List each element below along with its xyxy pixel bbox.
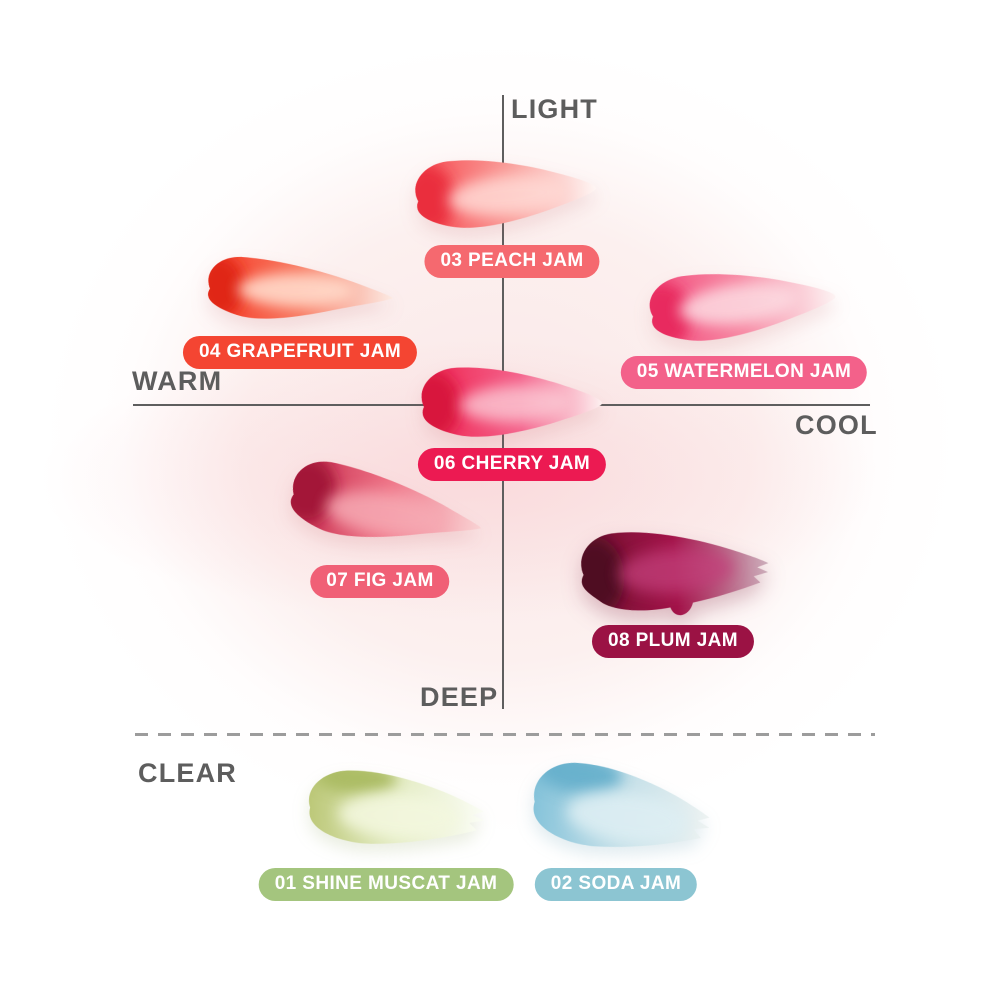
swatch-plum-jam bbox=[578, 532, 769, 616]
swatch-grapefruit-jam bbox=[207, 256, 393, 319]
swatch-cherry-jam bbox=[420, 367, 603, 439]
swatch-shine-muscat-jam bbox=[309, 768, 485, 844]
label-badge-soda-jam: 02 SODA JAM bbox=[534, 868, 698, 901]
label-badge-plum-jam: 08 PLUM JAM bbox=[591, 625, 755, 658]
clear-divider-dashed-line bbox=[135, 733, 875, 736]
swatch-soda-jam bbox=[533, 757, 710, 847]
axis-label-cool: COOL bbox=[795, 410, 878, 440]
label-badge-cherry-jam: 06 CHERRY JAM bbox=[417, 448, 607, 481]
swatch-peach-jam bbox=[412, 160, 596, 232]
axis-label-clear: CLEAR bbox=[138, 758, 237, 788]
axis-label-warm: WARM bbox=[132, 366, 223, 396]
label-badge-fig-jam: 07 FIG JAM bbox=[310, 565, 450, 598]
axis-label-deep: DEEP bbox=[420, 682, 499, 712]
swatch-watermelon-jam bbox=[646, 274, 836, 347]
label-badge-watermelon-jam: 05 WATERMELON JAM bbox=[620, 356, 868, 389]
swatch-fig-jam bbox=[287, 457, 482, 537]
label-badge-grapefruit-jam: 04 GRAPEFRUIT JAM bbox=[182, 336, 418, 369]
label-badge-shine-muscat-jam: 01 SHINE MUSCAT JAM bbox=[258, 868, 514, 901]
axis-label-light: LIGHT bbox=[511, 94, 598, 124]
label-badge-peach-jam: 03 PEACH JAM bbox=[424, 245, 600, 278]
